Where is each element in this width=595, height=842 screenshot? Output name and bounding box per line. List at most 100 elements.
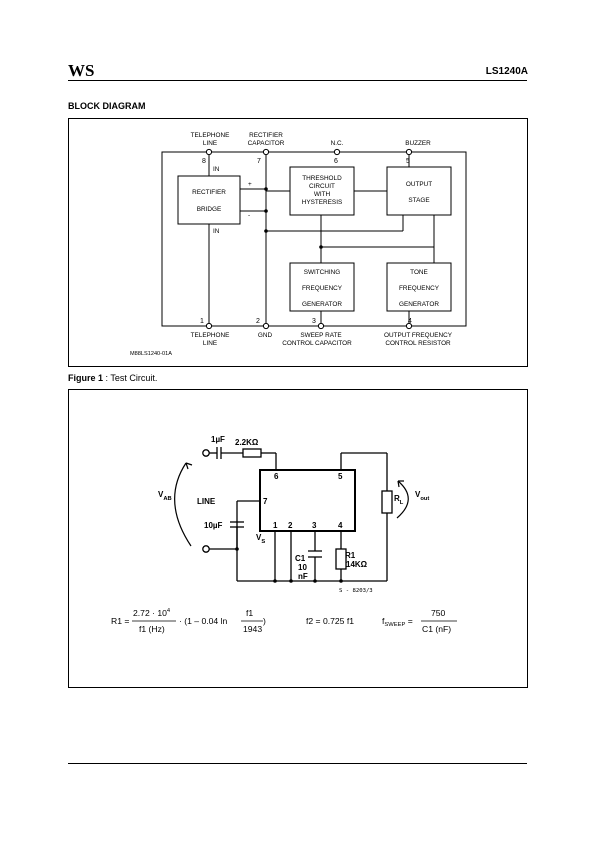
block-diagram-code: M88LS1240-01A [130,351,172,357]
pin-1-label-line1: TELEPHONE [191,332,230,339]
switching-label-1: SWITCHING [304,269,341,276]
pin-1-terminal [205,322,213,330]
c1-unit: nF [298,572,308,581]
tone-label-3: GENERATOR [399,301,439,308]
pin-4-terminal [405,322,413,330]
switching-label-3: GENERATOR [302,301,342,308]
r1-formula-den2: 1943 [243,624,262,634]
line-terminal-bottom [202,545,210,553]
ic-pin-6: 6 [274,472,279,481]
pin-1-number: 1 [200,318,204,325]
r1-formula-numerator: 2.72 · 104 [133,608,171,618]
c1-label: C1 [295,554,306,563]
pin-8-number: 8 [202,158,206,165]
r1-formula-lhs: R1 = [111,616,129,626]
pin-3-number: 3 [312,318,316,325]
load-resistor [381,490,393,514]
output-label-1: OUTPUT [406,181,432,188]
pin-4-number: 4 [408,318,412,325]
header-rule [68,80,527,81]
resistor-2k2 [242,448,262,458]
resistor-r1 [335,548,347,570]
ic-pin-7: 7 [263,497,268,506]
circuit-drawing-code: S - 8203/3 [339,588,373,594]
part-number: LS1240A [485,66,528,77]
test-circuit-panel: 1µF 2.2KΩ LINE VAB Vout RL VS 10µF C1 10… [68,389,528,688]
line-label: LINE [197,497,216,506]
switching-label-2: FREQUENCY [302,285,343,292]
c1-value: 10 [298,563,307,572]
tone-generator-block [386,262,452,312]
fsweep-formula-denominator: C1 (nF) [422,624,451,634]
f2-formula: f2 = 0.725 f1 [306,616,354,626]
pin-5-number: 5 [406,158,410,165]
rectifier-bridge-block [177,175,241,225]
cap-10uF [230,521,244,549]
plus-mark: + [248,181,252,188]
threshold-label-3: WITH [314,191,331,198]
ic-pin-3: 3 [312,521,317,530]
r1-formula-mid: · (1 – 0.04 ln [179,616,227,626]
capacitor-c1 [308,550,322,558]
fsweep-formula-numerator: 750 [431,608,446,618]
r1-formula-num2: f1 [246,608,253,618]
switching-generator-block [289,262,355,312]
rectifier-label-1: RECTIFIER [192,189,226,196]
pin-8-label-line2: LINE [203,140,217,147]
vout-label: Vout [415,490,429,502]
rectifier-label-2: BRIDGE [197,206,222,213]
pin-7-label-line2: CAPACITOR [248,140,285,147]
r1-formula-close: ) [263,616,266,626]
tone-label-2: FREQUENCY [399,285,440,292]
r1-label: R1 [345,551,356,560]
pin-6-label: N.C. [331,140,344,147]
formulas: R1 = 2.72 · 104 f1 (Hz) · (1 – 0.04 ln f… [111,608,457,634]
ic-pin-1: 1 [273,521,278,530]
ic-pin-5: 5 [338,472,343,481]
pin-4-label-line1: OUTPUT FREQUENCY [384,332,453,339]
pin-4-label-line2: CONTROL RESISTOR [385,340,451,347]
circuit-junctions [235,547,343,583]
pin-3-label-line1: SWEEP RATE [300,332,341,339]
pin-3-terminal [317,322,325,330]
minus-mark: - [248,212,250,219]
pin-7-label-line1: RECTIFIER [249,132,283,139]
cap-left-label: 10µF [204,521,223,530]
fsweep-formula-lhs: fSWEEP = [382,616,413,628]
ic-outline [161,151,467,327]
res-top-label: 2.2KΩ [235,438,259,447]
output-label-2: STAGE [408,197,429,204]
ic-pin-2: 2 [288,521,293,530]
line-terminal-top [202,449,210,457]
test-circuit: 1µF 2.2KΩ LINE VAB Vout RL VS 10µF C1 10… [111,435,457,634]
cap-top-label: 1µF [211,435,225,444]
pin-7-terminal [262,148,270,156]
pin-2-number: 2 [256,318,260,325]
block-diagram-panel: 8 7 6 5 1 2 3 4 TELEPHONE LINE RECTIFIER… [68,118,528,367]
pin-8-label-line1: TELEPHONE [191,132,230,139]
r1-formula-denominator: f1 (Hz) [139,624,165,634]
pin-5-label: BUZZER [405,140,431,147]
threshold-label-2: CIRCUIT [309,183,335,190]
vab-label: VAB [158,490,172,502]
output-stage-block [386,166,452,216]
rl-label: RL [394,494,404,506]
wires [208,155,435,323]
vout-arrow [396,480,409,519]
in-bottom-mark: IN [213,228,220,235]
output-branch [340,452,393,581]
figure-caption-text: : Test Circuit. [103,373,158,383]
vab-arrow [174,462,192,547]
pin-2-terminal [262,322,270,330]
threshold-label-1: THRESHOLD [302,175,342,182]
pin-7-number: 7 [257,158,261,165]
block-diagram: 8 7 6 5 1 2 3 4 TELEPHONE LINE RECTIFIER… [130,132,467,357]
figure-caption-number: Figure 1 [68,373,104,383]
footer-rule [68,763,527,764]
section-title: BLOCK DIAGRAM [68,101,146,111]
pin-1-label-line2: LINE [203,340,217,347]
junction-dots [264,187,323,249]
pin-8-terminal [205,148,213,156]
vs-label: VS [256,533,265,545]
pin-3-label-line2: CONTROL CAPACITOR [282,340,352,347]
